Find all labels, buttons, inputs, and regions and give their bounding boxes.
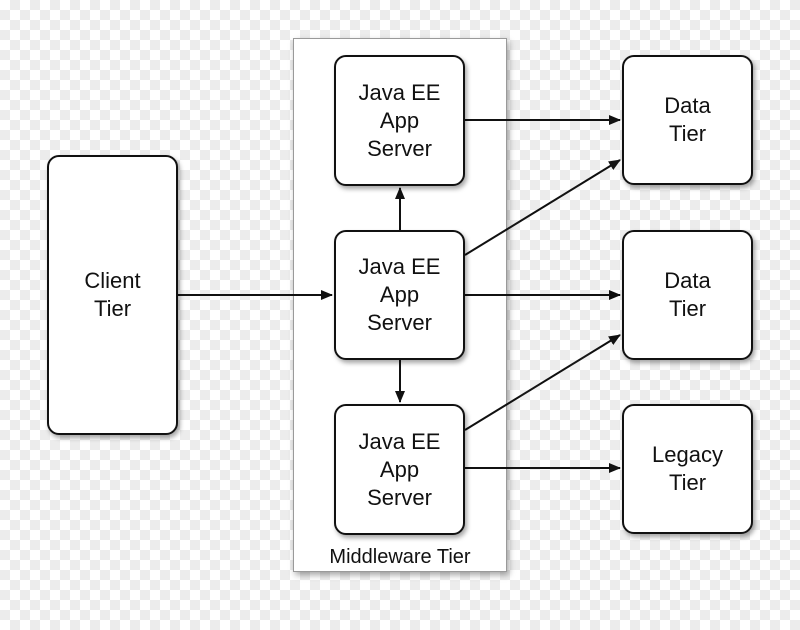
edge-app-server-mid-to-data-tier-1 bbox=[464, 159, 621, 256]
client-tier-label: Client Tier bbox=[84, 268, 141, 321]
data-tier-2-node: Data Tier bbox=[622, 230, 753, 360]
app-server-mid-node: Java EE App Server bbox=[334, 230, 465, 360]
legacy-tier-node: Legacy Tier bbox=[622, 404, 753, 534]
middleware-tier-label: Middleware Tier bbox=[329, 546, 471, 568]
app-server-bottom-label: Java EE App Server bbox=[358, 428, 441, 510]
app-server-mid-label: Java EE App Server bbox=[358, 254, 441, 335]
client-tier-node: Client Tier bbox=[47, 155, 178, 435]
legacy-tier-label: Legacy Tier bbox=[652, 442, 723, 495]
data-tier-1-label: Data Tier bbox=[664, 93, 711, 146]
app-server-top-node: Java EE App Server bbox=[334, 55, 465, 186]
app-server-bottom-node: Java EE App Server bbox=[334, 404, 465, 535]
data-tier-1-node: Data Tier bbox=[622, 55, 753, 185]
edge-app-server-bottom-to-data-tier-2 bbox=[464, 334, 621, 431]
data-tier-2-label: Data Tier bbox=[664, 268, 711, 321]
app-server-top-label: Java EE App Server bbox=[358, 79, 441, 161]
